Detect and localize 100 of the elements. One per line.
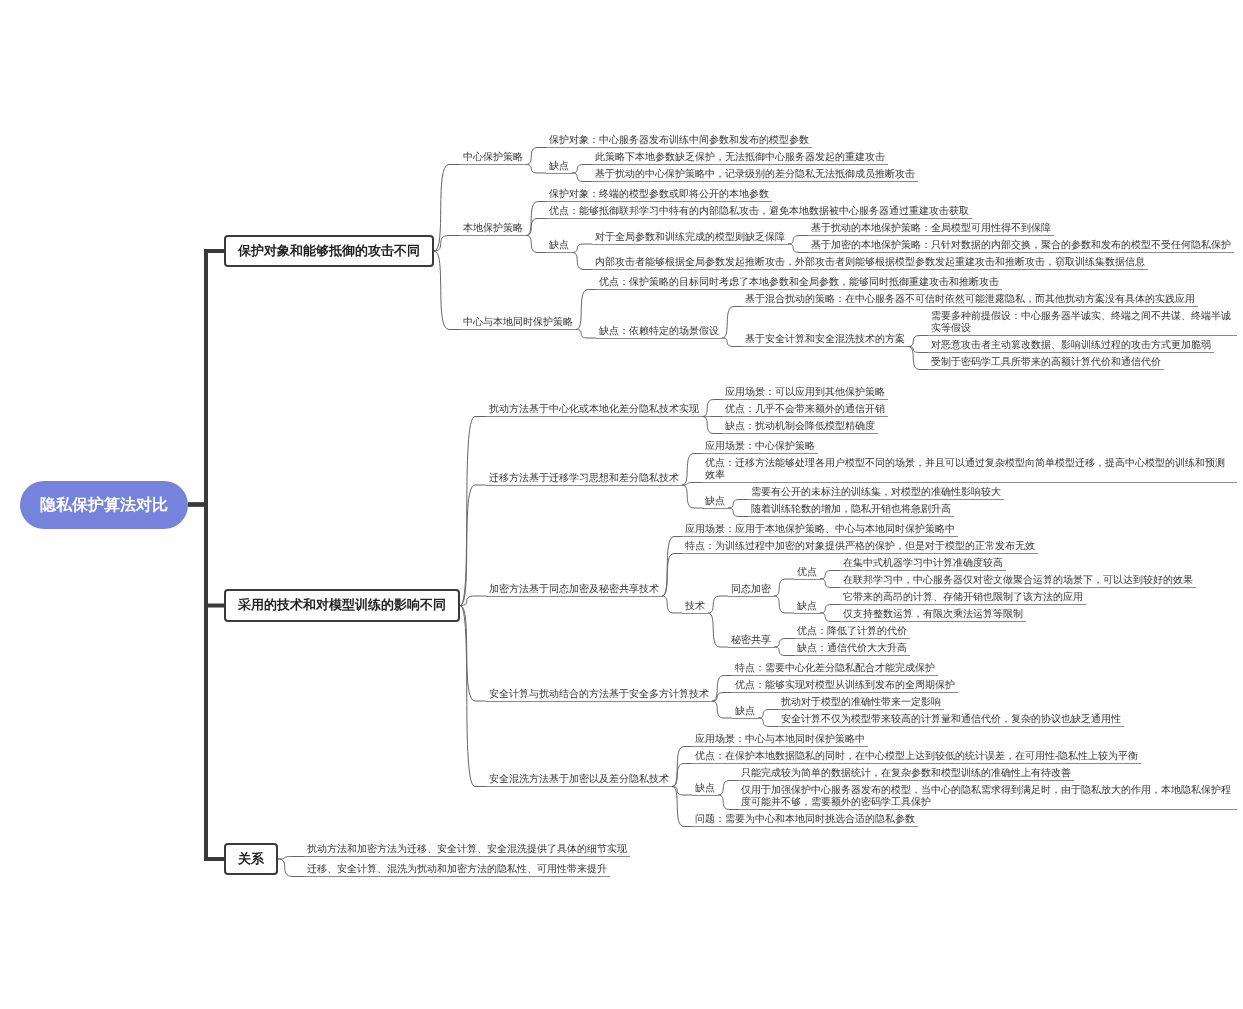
subtopic-label: 扰动方法基于中心化或本地化差分隐私技术实现 xyxy=(486,401,702,417)
subtopic-label: 优点：几乎不会带来额外的通信开销 xyxy=(722,401,888,417)
connector-line xyxy=(787,243,809,253)
subtopic-label: 保护对象：中心服务器发布训练中间参数和发布的模型参数 xyxy=(546,132,812,148)
connector-line xyxy=(787,235,809,245)
subtopic-label: 缺点：通信代价大大升高 xyxy=(794,640,910,656)
connector-line xyxy=(661,536,683,597)
subtopic-label: 缺点 xyxy=(546,237,572,253)
connector-line xyxy=(727,499,749,509)
connector-line xyxy=(433,250,461,330)
subtopic-label: 本地保护策略 xyxy=(460,220,526,236)
connector-line xyxy=(773,595,795,614)
connector-line xyxy=(671,746,693,787)
connector-line xyxy=(721,337,743,347)
subtopic-label: 技术 xyxy=(682,597,708,614)
subtopic-label: 中心保护策略 xyxy=(460,149,526,165)
connector-line xyxy=(571,164,593,174)
subtopic-label: 保护对象：终端的模型参数或即将公开的本地参数 xyxy=(546,186,772,202)
main-topic-box: 保护对象和能够抵御的攻击不同 xyxy=(224,234,434,268)
main-topic-box: 关系 xyxy=(224,842,278,876)
subtopic-label: 优点 xyxy=(794,563,820,580)
subtopic-label: 基于安全计算和安全混洗技术的方案 xyxy=(742,331,908,347)
connector-line xyxy=(773,646,795,656)
subtopic-label: 缺点 xyxy=(692,779,718,796)
connector-line xyxy=(701,416,723,434)
subtopic-label: 优点：在保护本地数据隐私的同时，在中心模型上达到较低的统计误差，在可用性-隐私性上较为平衡 xyxy=(692,748,1142,764)
subtopic-label: 需要多种前提假设：中心服务器半诚实、终端之间不共谋、终端半诚实等假设 xyxy=(928,308,1237,336)
connector-line xyxy=(188,502,224,861)
subtopic-label: 优点：能够实现对模型从训练到发布的全周期保护 xyxy=(732,677,958,693)
connector-line xyxy=(907,346,929,353)
connector-line xyxy=(721,306,743,339)
subtopic-label: 秘密共享 xyxy=(728,631,774,648)
subtopic-label: 缺点：依赖特定的场景假设 xyxy=(596,322,722,339)
subtopic-label: 缺点：扰动机制会降低模型精确度 xyxy=(722,418,878,434)
connector-line xyxy=(525,201,547,236)
connector-line xyxy=(711,700,733,719)
connector-line xyxy=(575,329,597,339)
connector-line xyxy=(819,570,841,580)
connector-line xyxy=(661,595,683,614)
connector-line xyxy=(671,786,693,796)
connector-line xyxy=(525,218,547,236)
subtopic-label: 随着训练轮数的增加，隐私开销也将急剧升高 xyxy=(748,501,954,517)
subtopic-label: 仅支持整数运算，有限次乘法运算等限制 xyxy=(840,606,1026,622)
connector-line xyxy=(433,164,461,252)
subtopic-label: 安全计算与扰动结合的方法基于安全多方计算技术 xyxy=(486,685,712,702)
subtopic-label: 优点：迁移方法能够处理各用户模型不同的场景，并且可以通过复杂模型向简单模型迁移，提高中心模型的训练和预测效率 xyxy=(702,455,1237,483)
connector-line xyxy=(757,717,779,727)
connector-line xyxy=(773,578,795,597)
connector-line xyxy=(671,786,693,827)
subtopic-label: 应用场景：中心保护策略 xyxy=(702,438,818,454)
connector-line xyxy=(525,147,547,165)
connector-line xyxy=(525,235,547,253)
subtopic-label: 扰动方法和加密方法为迁移、安全计算、安全混洗提供了具体的细节实现 xyxy=(304,841,630,857)
connector-line xyxy=(459,484,487,606)
connector-line xyxy=(819,604,841,614)
subtopic-label: 同态加密 xyxy=(728,580,774,597)
subtopic-label: 它带来的高昂的计算、存储开销也限制了该方法的应用 xyxy=(840,589,1086,605)
connector-line xyxy=(757,709,779,719)
connector-line xyxy=(575,289,597,330)
subtopic-label: 应用场景：中心与本地同时保护策略中 xyxy=(692,731,868,747)
subtopic-label: 问题：需要为中心和本地同时挑选合适的隐私参数 xyxy=(692,811,918,827)
subtopic-label: 缺点 xyxy=(732,702,758,719)
subtopic-label: 安全混洗方法基于加密以及差分隐私技术 xyxy=(486,771,672,787)
subtopic-label: 缺点 xyxy=(794,597,820,614)
subtopic-label: 基于混合扰动的策略：在中心服务器不可信时依然可能泄露隐私，而其他扰动方案没有具体的实践应用 xyxy=(742,291,1198,307)
connector-line xyxy=(819,612,841,622)
subtopic-label: 对恶意攻击者主动篡改数据、影响训练过程的攻击方式更加脆弱 xyxy=(928,337,1214,353)
connector-line xyxy=(525,164,547,174)
subtopic-label: 受制于密码学工具所带来的高额计算代价和通信代价 xyxy=(928,354,1164,370)
connector-line xyxy=(277,858,305,877)
subtopic-label: 优点：降低了计算的代价 xyxy=(794,623,910,639)
connector-line xyxy=(819,578,841,588)
main-topic-box: 采用的技术和对模型训练的影响不同 xyxy=(224,589,460,622)
connector-line xyxy=(571,252,593,270)
connector-line xyxy=(773,638,795,648)
subtopic-label: 缺点 xyxy=(702,492,728,509)
subtopic-label: 迁移、安全计算、混洗为扰动和加密方法的隐私性、可用性带来提升 xyxy=(304,861,610,877)
connector-line xyxy=(571,172,593,182)
subtopic-label: 特点：为训练过程中加密的对象提供严格的保护，但是对于模型的正常发布无效 xyxy=(682,538,1038,554)
connector-line xyxy=(717,780,739,796)
connector-line xyxy=(707,612,729,648)
subtopic-label: 扰动对于模型的准确性带来一定影响 xyxy=(778,694,944,710)
subtopic-label: 在联邦学习中，中心服务器仅对密文做聚合运算的场景下，可以达到较好的效果 xyxy=(840,572,1196,588)
connector-line xyxy=(717,794,739,810)
connector-line xyxy=(459,595,487,606)
connector-line xyxy=(681,453,703,486)
subtopic-label: 迁移方法基于迁移学习思想和差分隐私技术 xyxy=(486,469,682,486)
connector-line xyxy=(727,507,749,517)
connector-line xyxy=(711,692,733,702)
subtopic-label: 只能完成较为简单的数据统计，在复杂参数和模型训练的准确性上有待改善 xyxy=(738,765,1074,781)
connector-line xyxy=(711,675,733,702)
connector-line xyxy=(671,763,693,787)
subtopic-label: 特点：需要中心化差分隐私配合才能完成保护 xyxy=(732,660,938,676)
connector-line xyxy=(907,346,929,370)
subtopic-label: 需要有公开的未标注的训练集，对模型的准确性影响较大 xyxy=(748,484,1004,500)
connector-line xyxy=(701,399,723,417)
subtopic-label: 加密方法基于同态加密及秘密共享技术 xyxy=(486,580,662,597)
subtopic-label: 基于扰动的本地保护策略：全局模型可用性得不到保障 xyxy=(808,220,1054,236)
connector-line xyxy=(681,482,703,486)
connector-line xyxy=(707,595,729,614)
